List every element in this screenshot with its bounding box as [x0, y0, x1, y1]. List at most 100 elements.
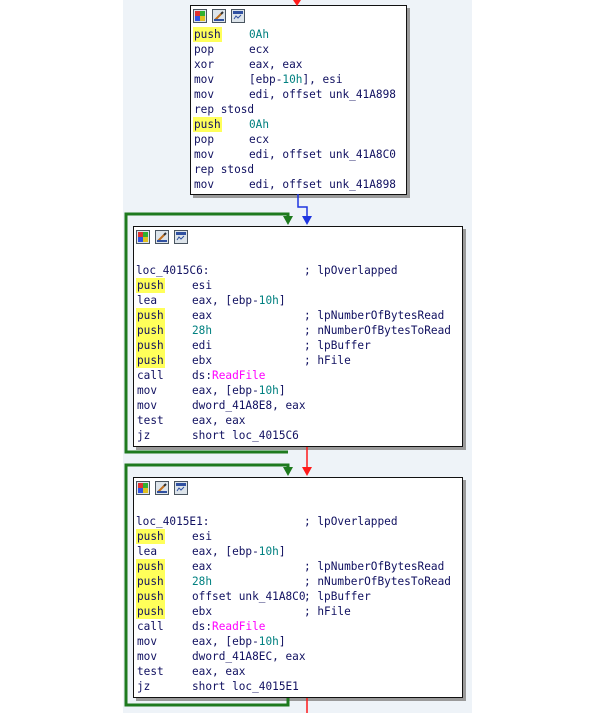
- mnemonic[interactable]: push: [136, 529, 165, 544]
- operands[interactable]: edi, offset unk_41A8C0: [249, 147, 396, 162]
- mnemonic[interactable]: mov: [194, 73, 215, 86]
- operands[interactable]: dword_41A8EC, eax: [192, 649, 306, 664]
- mnemonic[interactable]: push: [136, 559, 165, 574]
- mnemonic[interactable]: xor: [194, 58, 215, 71]
- immediate-value: 10h: [282, 73, 303, 86]
- operand-text: ds:: [192, 620, 213, 633]
- color-palette-icon[interactable]: [136, 230, 150, 244]
- immediate-value: 10h: [258, 384, 279, 397]
- operand-text: eax: [192, 309, 213, 322]
- operands[interactable]: 0Ah: [249, 27, 269, 42]
- comment: ; hFile: [304, 354, 351, 367]
- immediate-value: 10h: [258, 635, 279, 648]
- operands[interactable]: eax, [ebp-10h]: [192, 634, 286, 649]
- rename-icon[interactable]: [155, 230, 169, 244]
- operands[interactable]: ds:ReadFile: [192, 619, 265, 634]
- mnemonic[interactable]: rep stosd: [194, 163, 255, 176]
- operands[interactable]: offset unk_41A8C0: [192, 589, 306, 604]
- operands[interactable]: eax, eax: [192, 413, 245, 428]
- mnemonic[interactable]: jz: [137, 429, 151, 442]
- operand-text: short loc_4015E1: [192, 680, 299, 693]
- operand-text: [ebp-: [249, 73, 283, 86]
- operands[interactable]: esi: [192, 529, 212, 544]
- mnemonic[interactable]: mov: [137, 635, 158, 648]
- operands[interactable]: ecx: [249, 42, 269, 57]
- operands[interactable]: edi: [192, 338, 212, 353]
- operands[interactable]: ecx: [249, 132, 269, 147]
- mnemonic[interactable]: rep stosd: [194, 103, 255, 116]
- graph-overview-icon[interactable]: [174, 481, 188, 495]
- mnemonic[interactable]: test: [137, 414, 164, 427]
- operands[interactable]: 0Ah: [249, 117, 269, 132]
- mnemonic[interactable]: push: [136, 323, 165, 338]
- operand-text: eax, eax: [192, 414, 246, 427]
- mnemonic[interactable]: mov: [194, 178, 215, 191]
- operand-text: edi, offset unk_41A898: [249, 88, 396, 101]
- operands[interactable]: eax, [ebp-10h]: [192, 544, 286, 559]
- operands[interactable]: [ebp-10h], esi: [249, 72, 343, 87]
- operands[interactable]: ds:ReadFile: [192, 368, 265, 383]
- operand-text: ]: [278, 635, 286, 648]
- mnemonic[interactable]: test: [137, 665, 164, 678]
- mnemonic[interactable]: push: [136, 338, 165, 353]
- operands[interactable]: eax, [ebp-10h]: [192, 383, 286, 398]
- operand-text: eax, [ebp-: [192, 635, 259, 648]
- mnemonic[interactable]: push: [193, 27, 222, 42]
- operands[interactable]: edi, offset unk_41A898: [249, 177, 396, 192]
- mnemonic[interactable]: lea: [137, 294, 158, 307]
- operands[interactable]: eax, [ebp-10h]: [192, 293, 286, 308]
- operands[interactable]: eax, eax: [192, 664, 245, 679]
- operands[interactable]: short loc_4015E1: [192, 679, 299, 694]
- operands[interactable]: eax: [192, 559, 212, 574]
- block-header: [191, 6, 406, 26]
- operand-text: eax, eax: [192, 665, 246, 678]
- mnemonic[interactable]: pop: [194, 133, 215, 146]
- operand-text: short loc_4015C6: [192, 429, 299, 442]
- location-label[interactable]: loc_4015C6:: [136, 264, 210, 277]
- mnemonic[interactable]: mov: [137, 650, 158, 663]
- mnemonic[interactable]: mov: [137, 399, 158, 412]
- operand-text: eax, [ebp-: [192, 384, 259, 397]
- graph-overview-icon[interactable]: [174, 230, 188, 244]
- comment: ; lpNumberOfBytesRead: [304, 309, 445, 322]
- operands[interactable]: eax: [192, 308, 212, 323]
- basic-block-1[interactable]: push 0Ah pop ecx xor eax, eax mov [ebp-10h], es…: [190, 5, 407, 195]
- mnemonic[interactable]: push: [136, 308, 165, 323]
- immediate-value: 28h: [192, 575, 213, 588]
- mnemonic[interactable]: mov: [137, 384, 158, 397]
- mnemonic[interactable]: mov: [194, 88, 215, 101]
- mnemonic[interactable]: push: [136, 589, 165, 604]
- operands[interactable]: 28h: [192, 574, 212, 589]
- color-palette-icon[interactable]: [193, 9, 207, 23]
- rename-icon[interactable]: [212, 9, 226, 23]
- operand-text: ebx: [192, 354, 213, 367]
- mnemonic[interactable]: lea: [137, 545, 158, 558]
- api-name: ReadFile: [212, 620, 266, 633]
- mnemonic[interactable]: push: [136, 353, 165, 368]
- mnemonic[interactable]: push: [136, 604, 165, 619]
- operand-text: eax: [192, 560, 213, 573]
- operands[interactable]: edi, offset unk_41A898: [249, 87, 396, 102]
- operands[interactable]: short loc_4015C6: [192, 428, 299, 443]
- graph-overview-icon[interactable]: [231, 9, 245, 23]
- mnemonic[interactable]: push: [193, 117, 222, 132]
- location-label[interactable]: loc_4015E1:: [136, 515, 210, 528]
- operands[interactable]: eax, eax: [249, 57, 302, 72]
- rename-icon[interactable]: [155, 481, 169, 495]
- operands[interactable]: ebx: [192, 604, 212, 619]
- operands[interactable]: dword_41A8E8, eax: [192, 398, 306, 413]
- color-palette-icon[interactable]: [136, 481, 150, 495]
- operands[interactable]: esi: [192, 278, 212, 293]
- mnemonic[interactable]: push: [136, 278, 165, 293]
- mnemonic[interactable]: call: [137, 369, 164, 382]
- operand-text: dword_41A8EC, eax: [192, 650, 306, 663]
- mnemonic[interactable]: push: [136, 574, 165, 589]
- mnemonic[interactable]: pop: [194, 43, 215, 56]
- mnemonic[interactable]: jz: [137, 680, 151, 693]
- mnemonic[interactable]: mov: [194, 148, 215, 161]
- operands[interactable]: 28h: [192, 323, 212, 338]
- operands[interactable]: ebx: [192, 353, 212, 368]
- mnemonic[interactable]: call: [137, 620, 164, 633]
